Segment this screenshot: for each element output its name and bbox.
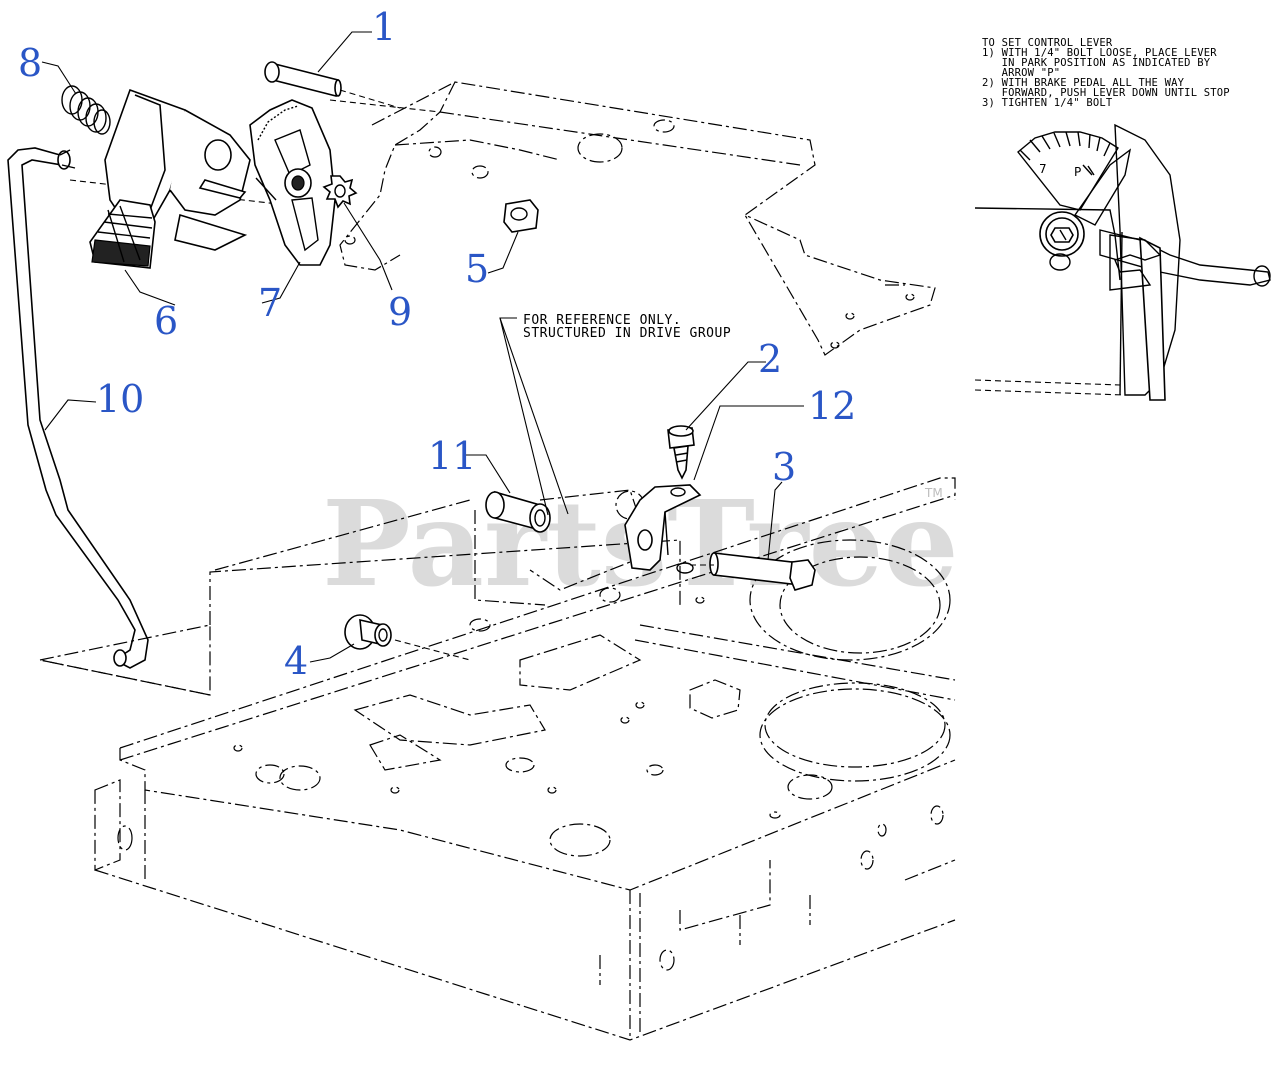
note-line: FORWARD, PUSH LEVER DOWN UNTIL STOP <box>982 87 1230 99</box>
callout-10[interactable]: 10 <box>96 377 144 421</box>
part-ratchet-plate <box>249 99 336 266</box>
callout-12[interactable]: 12 <box>808 384 856 428</box>
reference-note-line: FOR REFERENCE ONLY. <box>523 313 681 328</box>
part-bracket <box>624 484 702 571</box>
callout-1[interactable]: 1 <box>372 5 396 49</box>
part-pin <box>676 552 816 591</box>
note-line: IN PARK POSITION AS INDICATED BY <box>982 57 1211 69</box>
callout-leaders <box>41 31 804 663</box>
part-star-washer <box>322 175 358 209</box>
note-line: TO SET CONTROL LEVER <box>982 37 1113 49</box>
detail-inset: 7 P <box>974 123 1271 401</box>
part-nut <box>503 199 539 233</box>
part-flange-bushing <box>344 614 471 661</box>
part-control-rod <box>7 147 149 669</box>
part-bushing <box>485 490 551 533</box>
callout-6[interactable]: 6 <box>154 299 178 343</box>
watermark-tm: TM <box>924 486 943 500</box>
note-line: ARROW "P" <box>982 67 1060 79</box>
part-lever-handle <box>89 88 251 269</box>
callout-7[interactable]: 7 <box>258 281 282 325</box>
upper-bracket <box>69 81 936 356</box>
note-line: 2) WITH BRAKE PEDAL ALL THE WAY <box>982 77 1185 89</box>
part-bolt <box>667 425 695 480</box>
detail-gear-number: 7 <box>1039 162 1047 176</box>
callout-9[interactable]: 9 <box>388 290 412 334</box>
detail-park-mark: P <box>1074 165 1081 179</box>
note-line: 1) WITH 1/4" BOLT LOOSE, PLACE LEVER <box>982 47 1217 59</box>
reference-note: FOR REFERENCE ONLY. STRUCTURED IN DRIVE … <box>499 313 731 516</box>
control-lever-note: TO SET CONTROL LEVER 1) WITH 1/4" BOLT L… <box>982 37 1230 109</box>
callouts: 1 2 3 4 5 6 7 8 9 10 11 12 <box>18 5 856 683</box>
part-clevis-pin <box>264 61 401 109</box>
note-line: 3) TIGHTEN 1/4" BOLT <box>982 97 1113 109</box>
callout-4[interactable]: 4 <box>284 639 308 683</box>
callout-8[interactable]: 8 <box>18 41 42 85</box>
callout-3[interactable]: 3 <box>772 445 796 489</box>
reference-note-line: STRUCTURED IN DRIVE GROUP <box>523 326 731 341</box>
callout-5[interactable]: 5 <box>465 247 489 291</box>
frame-plate <box>39 477 956 1041</box>
callout-2[interactable]: 2 <box>758 337 782 381</box>
part-spring <box>61 85 111 135</box>
callout-11[interactable]: 11 <box>428 434 476 478</box>
